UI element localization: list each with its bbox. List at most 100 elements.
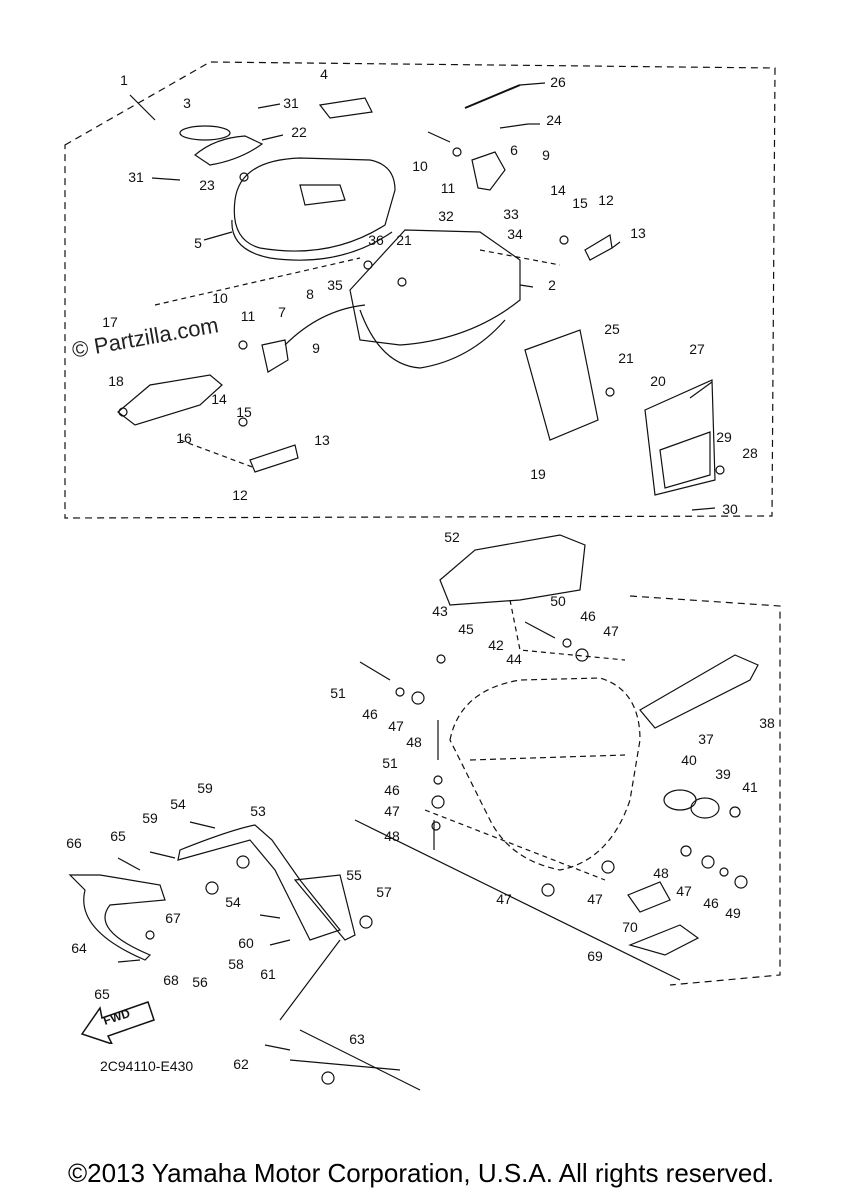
- callout-26: 26: [550, 74, 566, 90]
- callout-46: 46: [703, 895, 719, 911]
- callout-7: 7: [278, 304, 286, 320]
- callout-64: 64: [71, 940, 87, 956]
- callout-62: 62: [233, 1056, 249, 1072]
- callout-42: 42: [488, 637, 504, 653]
- callout-44: 44: [506, 651, 522, 667]
- inner-case: [349, 229, 521, 346]
- callout-41: 41: [742, 779, 758, 795]
- callout-58: 58: [228, 956, 244, 972]
- callout-31: 31: [128, 169, 144, 185]
- frame-bracket: [177, 824, 342, 941]
- callout-14: 14: [550, 182, 566, 198]
- callout-9: 9: [542, 147, 550, 163]
- callout-11: 11: [240, 308, 256, 324]
- callout-68: 68: [163, 972, 179, 988]
- callout-47: 47: [676, 883, 692, 899]
- callout-3: 3: [183, 95, 191, 111]
- callout-55: 55: [346, 867, 362, 883]
- callout-51: 51: [382, 755, 398, 771]
- callout-12: 12: [598, 192, 614, 208]
- callout-47: 47: [496, 891, 512, 907]
- callout-38: 38: [759, 715, 775, 731]
- callout-21: 21: [396, 232, 412, 248]
- callout-34: 34: [507, 226, 523, 242]
- callout-14: 14: [211, 391, 227, 407]
- callout-20: 20: [650, 373, 666, 389]
- callout-25: 25: [604, 321, 620, 337]
- callout-17: 17: [102, 314, 118, 330]
- callout-39: 39: [715, 766, 731, 782]
- diagram-code: 2C94110-E430: [100, 1058, 194, 1074]
- callout-24: 24: [546, 112, 562, 128]
- callout-56: 56: [192, 974, 208, 990]
- pad-part: [439, 534, 586, 606]
- callout-11: 11: [440, 180, 456, 196]
- callout-6: 6: [510, 142, 518, 158]
- callout-66: 66: [66, 835, 82, 851]
- callout-19: 19: [530, 466, 546, 482]
- callout-15: 15: [236, 404, 252, 420]
- callout-69: 69: [587, 948, 603, 964]
- callout-46: 46: [384, 782, 400, 798]
- callout-45: 45: [458, 621, 474, 637]
- callout-48: 48: [406, 734, 422, 750]
- callout-49: 49: [725, 905, 741, 921]
- callout-63: 63: [349, 1031, 365, 1047]
- callout-59: 59: [197, 780, 213, 796]
- callout-5: 5: [194, 235, 202, 251]
- callout-48: 48: [653, 865, 669, 881]
- saddlebag-outline: [449, 677, 641, 871]
- lid-part: [233, 157, 396, 252]
- callout-53: 53: [250, 803, 266, 819]
- callout-21: 21: [618, 350, 634, 366]
- callout-59: 59: [142, 810, 158, 826]
- callout-32: 32: [438, 208, 454, 224]
- callout-27: 27: [689, 341, 705, 357]
- upper-group-boundary: [64, 61, 776, 519]
- callout-54: 54: [170, 796, 186, 812]
- callout-36: 36: [368, 232, 384, 248]
- fwd-arrow-icon: [80, 1001, 155, 1044]
- callout-52: 52: [444, 529, 460, 545]
- callout-50: 50: [550, 593, 566, 609]
- callout-47: 47: [587, 891, 603, 907]
- callout-16: 16: [176, 430, 192, 446]
- callout-29: 29: [716, 429, 732, 445]
- callout-65: 65: [94, 986, 110, 1002]
- callout-9: 9: [312, 340, 320, 356]
- callout-13: 13: [314, 432, 330, 448]
- callout-67: 67: [165, 910, 181, 926]
- callout-43: 43: [432, 603, 448, 619]
- callout-37: 37: [698, 731, 714, 747]
- callout-61: 61: [260, 966, 276, 982]
- callout-46: 46: [580, 608, 596, 624]
- callout-33: 33: [503, 206, 519, 222]
- callout-10: 10: [412, 158, 428, 174]
- callout-70: 70: [622, 919, 638, 935]
- callout-57: 57: [376, 884, 392, 900]
- callout-1: 1: [120, 72, 128, 88]
- callout-13: 13: [630, 225, 646, 241]
- callout-47: 47: [384, 803, 400, 819]
- callout-23: 23: [199, 177, 215, 193]
- callout-51: 51: [330, 685, 346, 701]
- callout-40: 40: [681, 752, 697, 768]
- callout-48: 48: [384, 828, 400, 844]
- callout-2: 2: [548, 277, 556, 293]
- callout-28: 28: [742, 445, 758, 461]
- callout-35: 35: [327, 277, 343, 293]
- callout-47: 47: [603, 623, 619, 639]
- callout-31: 31: [283, 95, 299, 111]
- callout-60: 60: [238, 935, 254, 951]
- guard-bar: [68, 874, 166, 961]
- callout-4: 4: [320, 66, 328, 82]
- callout-30: 30: [722, 501, 738, 517]
- callout-15: 15: [572, 195, 588, 211]
- callout-54: 54: [225, 894, 241, 910]
- callout-8: 8: [306, 286, 314, 302]
- callout-10: 10: [212, 290, 228, 306]
- callout-46: 46: [362, 706, 378, 722]
- callout-47: 47: [388, 718, 404, 734]
- callout-22: 22: [291, 124, 307, 140]
